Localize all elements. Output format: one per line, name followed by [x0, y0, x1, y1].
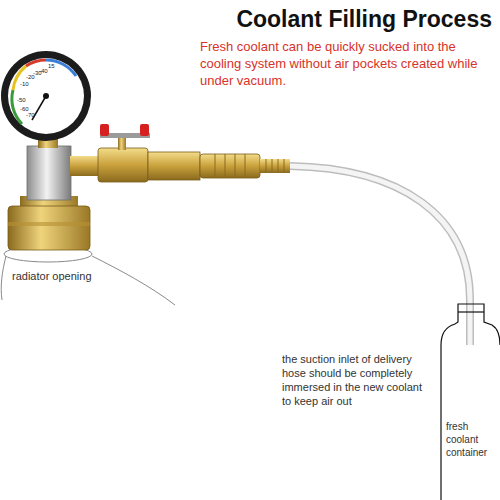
gauge-number: -10	[20, 81, 29, 87]
gauge-number: -70	[26, 112, 35, 118]
pressure-gauge	[1, 51, 91, 141]
valve-assembly	[70, 124, 290, 182]
silver-body	[27, 146, 71, 200]
page-title: Coolant Filling Process	[236, 6, 492, 33]
gauge-number: 15	[48, 63, 55, 69]
delivery-hose	[290, 166, 470, 345]
usage-note: the suction inlet of delivery hose shoul…	[282, 352, 434, 408]
part-label: radiator opening	[12, 270, 92, 282]
coolant-container	[441, 304, 500, 500]
intro-note: Fresh coolant can be quickly sucked into…	[200, 38, 492, 89]
brass-adapter	[8, 196, 90, 250]
gauge-number: -50	[17, 97, 26, 103]
gauge-number: -40	[39, 68, 48, 74]
radiator-sketch	[1, 246, 175, 305]
part-label: fresh coolant container	[446, 420, 498, 459]
gauge-number: -60	[20, 106, 29, 112]
